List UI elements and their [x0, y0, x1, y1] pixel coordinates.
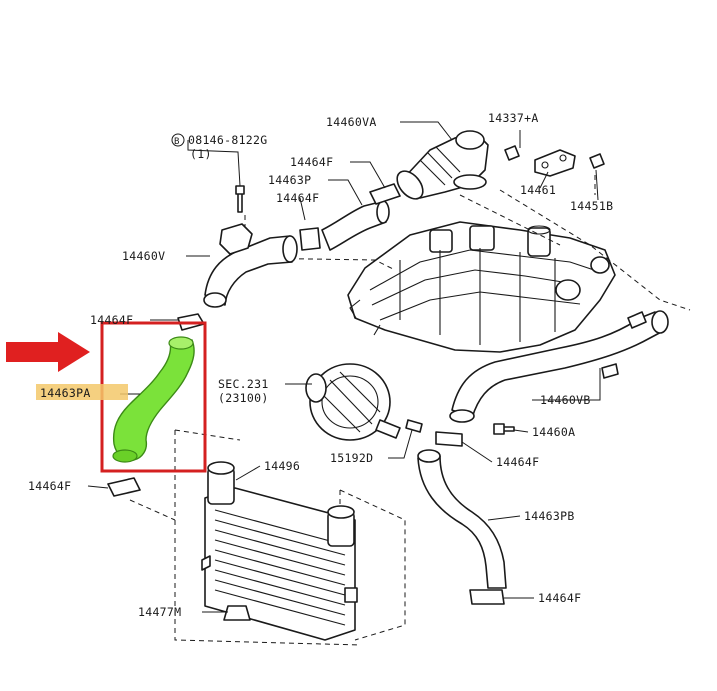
label-14463PB: 14463PB [524, 509, 575, 523]
leader-lines [87, 121, 601, 613]
label-14496: 14496 [264, 459, 300, 473]
label-14464F-a: 14464F [290, 155, 333, 169]
red-arrow-icon [6, 332, 90, 372]
label-14460A: 14460A [532, 425, 575, 439]
part-14496-intercooler [201, 461, 358, 641]
label-14463P: 14463P [268, 173, 311, 187]
clamp-14464F-lower [107, 477, 141, 497]
label-14477M: 14477M [138, 605, 181, 619]
label-15192D: 15192D [330, 451, 373, 465]
clamp-14464F-mid [299, 227, 321, 251]
label-14460V: 14460V [122, 249, 165, 263]
label-14451B: 14451B [570, 199, 613, 213]
label-14461: 14461 [520, 183, 556, 197]
label-sec231-sub: (23100) [218, 391, 269, 405]
label-sec231: SEC.231 [218, 377, 269, 391]
alternator-sec231 [305, 363, 401, 441]
label-14463PA: 14463PA [40, 386, 91, 400]
label-14464F-e: 14464F [28, 479, 71, 493]
part-14460V-pipe [203, 185, 298, 308]
label-14464F-f: 14464F [538, 591, 581, 605]
label-14464F-c: 14464F [90, 313, 133, 327]
part-14461-bracket [504, 145, 605, 177]
label-highlight-bg [36, 384, 128, 400]
clamp-14464F-right [435, 431, 463, 447]
part-14460VB-pipe [449, 310, 669, 423]
label-08146-qty: (1) [190, 147, 212, 161]
part-14477M-mount [223, 605, 251, 621]
part-14463P-hose [299, 183, 401, 251]
circled-b-icon: B [171, 133, 185, 147]
label-14460VB: 14460VB [540, 393, 591, 407]
clamp-14464F-bottom [469, 589, 505, 605]
clamp-14464F-top [369, 183, 401, 205]
label-14337A: 14337+A [488, 111, 539, 125]
part-14460VA-pipe [396, 130, 489, 200]
part-14463PA-hose-highlighted [112, 336, 195, 463]
svg-text:B: B [174, 137, 180, 147]
bolt-08146 [235, 185, 245, 213]
label-14464F-d: 14464F [496, 455, 539, 469]
bolt-15192D [405, 419, 423, 433]
part-labels: 14460VA 14337+A B 08146-8122G (1) 14464F… [28, 111, 613, 619]
cylinder-head [347, 221, 616, 353]
part-14463PB-hose [417, 449, 507, 589]
label-14460VA: 14460VA [326, 115, 377, 129]
label-14464F-b: 14464F [276, 191, 319, 205]
bolt-14460A [493, 423, 515, 435]
label-08146-8122G: 08146-8122G [188, 133, 267, 147]
